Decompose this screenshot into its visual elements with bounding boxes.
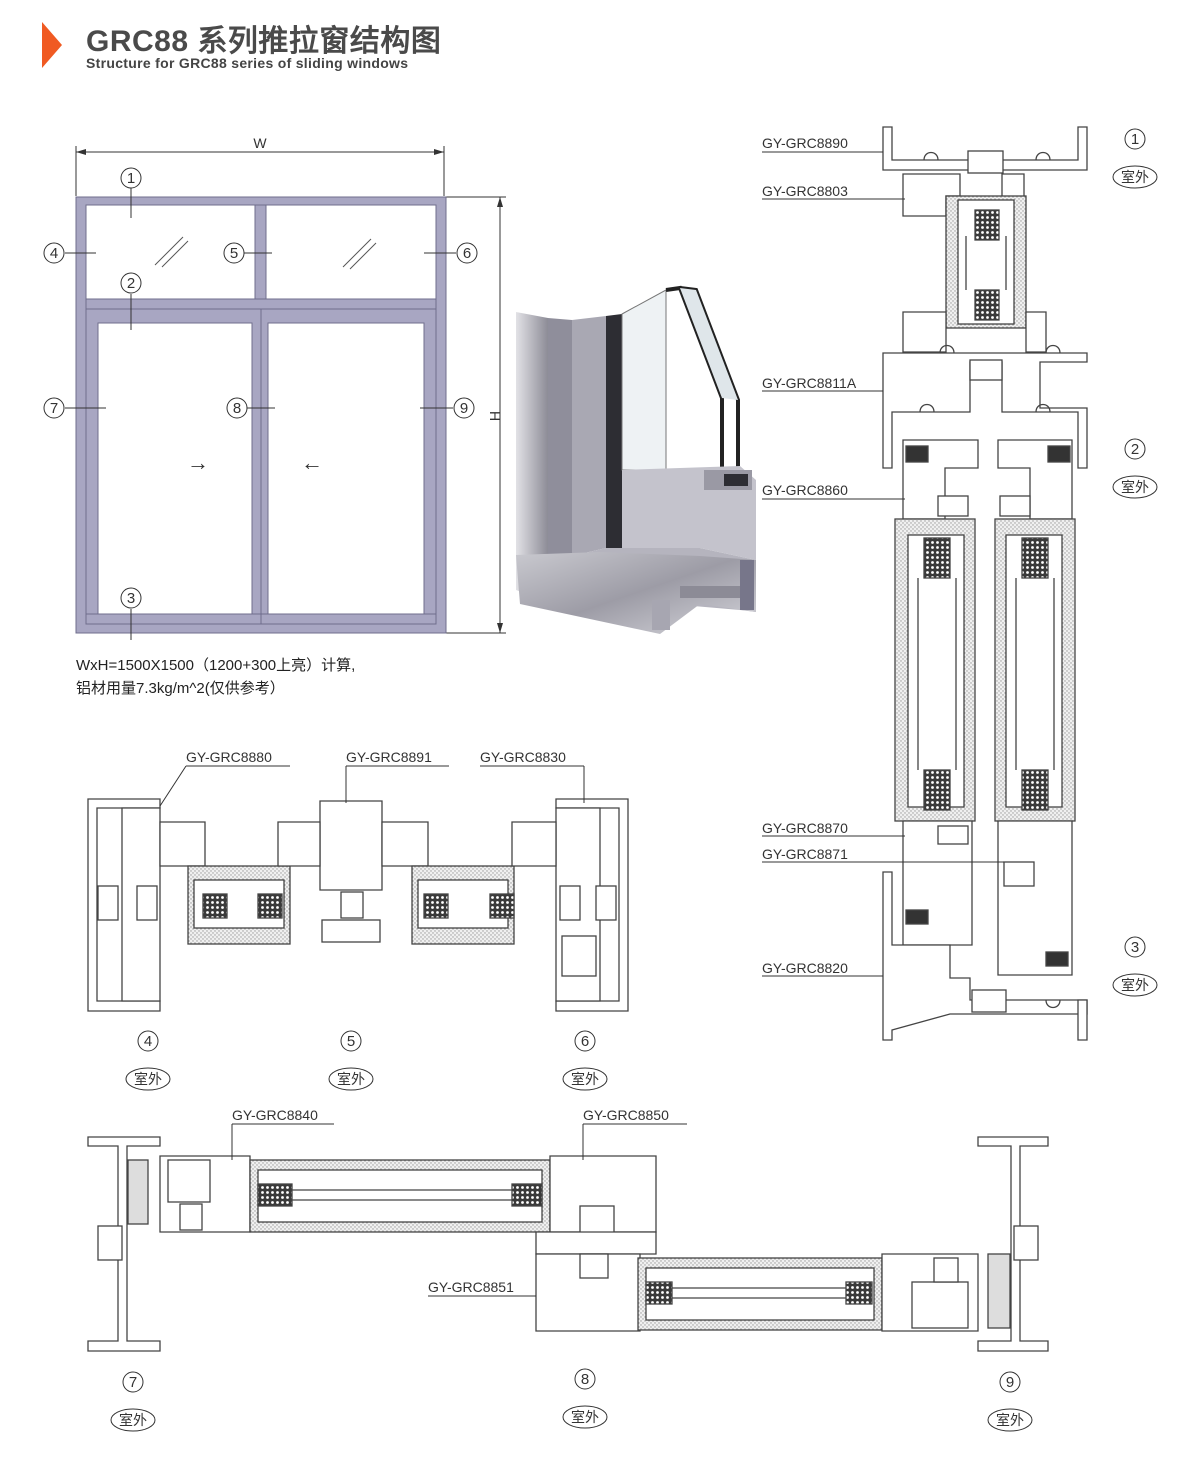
svg-text:室外: 室外 — [1121, 479, 1149, 495]
height-label: H — [487, 411, 503, 421]
svg-text:室外: 室外 — [1121, 169, 1149, 185]
s-outside-badge-8: 室外 — [562, 1405, 608, 1429]
svg-text:8: 8 — [233, 400, 241, 417]
svg-text:3: 3 — [1131, 939, 1139, 956]
width-label: W — [253, 135, 267, 151]
v-marker-3: 3 — [1124, 936, 1146, 958]
sash-section-labels: GY-GRC8840 GY-GRC8850 GY-GRC8851 7 室外 8 … — [110, 1107, 1033, 1432]
v-outside-badge-2: 室外 — [1112, 475, 1158, 499]
marker-5: 5 — [223, 242, 245, 264]
svg-text:3: 3 — [127, 590, 135, 607]
label-gy-grc8851: GY-GRC8851 — [428, 1279, 514, 1295]
label-gy-grc8820: GY-GRC8820 — [762, 960, 848, 976]
label-gy-grc8830: GY-GRC8830 — [480, 749, 566, 765]
marker-2: 2 — [120, 272, 142, 294]
svg-text:室外: 室外 — [337, 1071, 365, 1087]
svg-text:7: 7 — [129, 1374, 137, 1391]
t-marker-4: 4 — [137, 1030, 159, 1052]
slide-right-arrow-icon: → — [187, 450, 209, 475]
marker-3: 3 — [120, 587, 142, 609]
label-gy-grc8871: GY-GRC8871 — [762, 846, 848, 862]
page-title: GRC88 系列推拉窗结构图 — [86, 25, 442, 58]
marker-9: 9 — [453, 397, 475, 419]
svg-text:室外: 室外 — [1121, 977, 1149, 993]
slide-left-arrow-icon: ← — [301, 450, 323, 475]
svg-text:9: 9 — [1006, 1374, 1014, 1391]
t-outside-badge-6: 室外 — [562, 1067, 608, 1091]
label-gy-grc8880: GY-GRC8880 — [186, 749, 272, 765]
label-gy-grc8811a: GY-GRC8811A — [762, 375, 857, 391]
marker-7: 7 — [43, 397, 65, 419]
svg-text:5: 5 — [347, 1033, 355, 1050]
s-outside-badge-7: 室外 — [110, 1408, 156, 1432]
vertical-section-labels: GY-GRC8890 GY-GRC8803 GY-GRC8811A GY-GRC… — [762, 128, 1158, 997]
svg-text:2: 2 — [127, 275, 135, 292]
marker-1: 1 — [120, 167, 142, 189]
svg-text:5: 5 — [230, 245, 238, 262]
label-gy-grc8870: GY-GRC8870 — [762, 820, 848, 836]
marker-8: 8 — [226, 397, 248, 419]
v-outside-badge-3: 室外 — [1112, 973, 1158, 997]
label-gy-grc8890: GY-GRC8890 — [762, 135, 848, 151]
label-gy-grc8891: GY-GRC8891 — [346, 749, 432, 765]
svg-text:9: 9 — [460, 400, 468, 417]
vertical-section — [882, 126, 1088, 1041]
label-gy-grc8803: GY-GRC8803 — [762, 183, 848, 199]
svg-text:室外: 室外 — [119, 1412, 147, 1428]
profile-corner-render — [516, 285, 756, 634]
svg-text:室外: 室外 — [996, 1412, 1024, 1428]
marker-4: 4 — [43, 242, 65, 264]
svg-text:室外: 室外 — [571, 1071, 599, 1087]
transom-section — [87, 798, 629, 1012]
s-marker-7: 7 — [122, 1371, 144, 1393]
t-outside-badge-4: 室外 — [125, 1067, 171, 1091]
svg-text:6: 6 — [463, 245, 471, 262]
svg-text:7: 7 — [50, 400, 58, 417]
svg-text:4: 4 — [50, 245, 58, 262]
t-marker-5: 5 — [340, 1030, 362, 1052]
svg-text:1: 1 — [127, 170, 135, 187]
svg-text:8: 8 — [581, 1371, 589, 1388]
sash-section — [87, 1136, 1049, 1352]
svg-text:6: 6 — [581, 1033, 589, 1050]
page-subtitle: Structure for GRC88 series of sliding wi… — [86, 55, 409, 71]
title-triangle-icon — [42, 22, 62, 68]
v-outside-badge-1: 室外 — [1112, 165, 1158, 189]
s-marker-8: 8 — [574, 1368, 596, 1390]
svg-text:室外: 室外 — [134, 1071, 162, 1087]
label-gy-grc8860: GY-GRC8860 — [762, 482, 848, 498]
svg-text:2: 2 — [1131, 441, 1139, 458]
label-gy-grc8850: GY-GRC8850 — [583, 1107, 669, 1123]
material-note-line2: 铝材用量7.3kg/m^2(仅供参考） — [76, 680, 285, 697]
label-gy-grc8840: GY-GRC8840 — [232, 1107, 318, 1123]
svg-text:室外: 室外 — [571, 1409, 599, 1425]
v-marker-1: 1 — [1124, 128, 1146, 150]
material-note-line1: WxH=1500X1500（1200+300上亮）计算, — [76, 656, 355, 674]
s-outside-badge-9: 室外 — [987, 1408, 1033, 1432]
svg-text:4: 4 — [144, 1033, 152, 1050]
t-outside-badge-5: 室外 — [328, 1067, 374, 1091]
window-elevation: W H → ← 1 4 — [43, 135, 506, 697]
svg-text:1: 1 — [1131, 131, 1139, 148]
s-marker-9: 9 — [999, 1371, 1021, 1393]
transom-section-labels: GY-GRC8880 GY-GRC8891 GY-GRC8830 4 室外 5 … — [125, 749, 608, 1091]
t-marker-6: 6 — [574, 1030, 596, 1052]
v-marker-2: 2 — [1124, 438, 1146, 460]
marker-6: 6 — [456, 242, 478, 264]
